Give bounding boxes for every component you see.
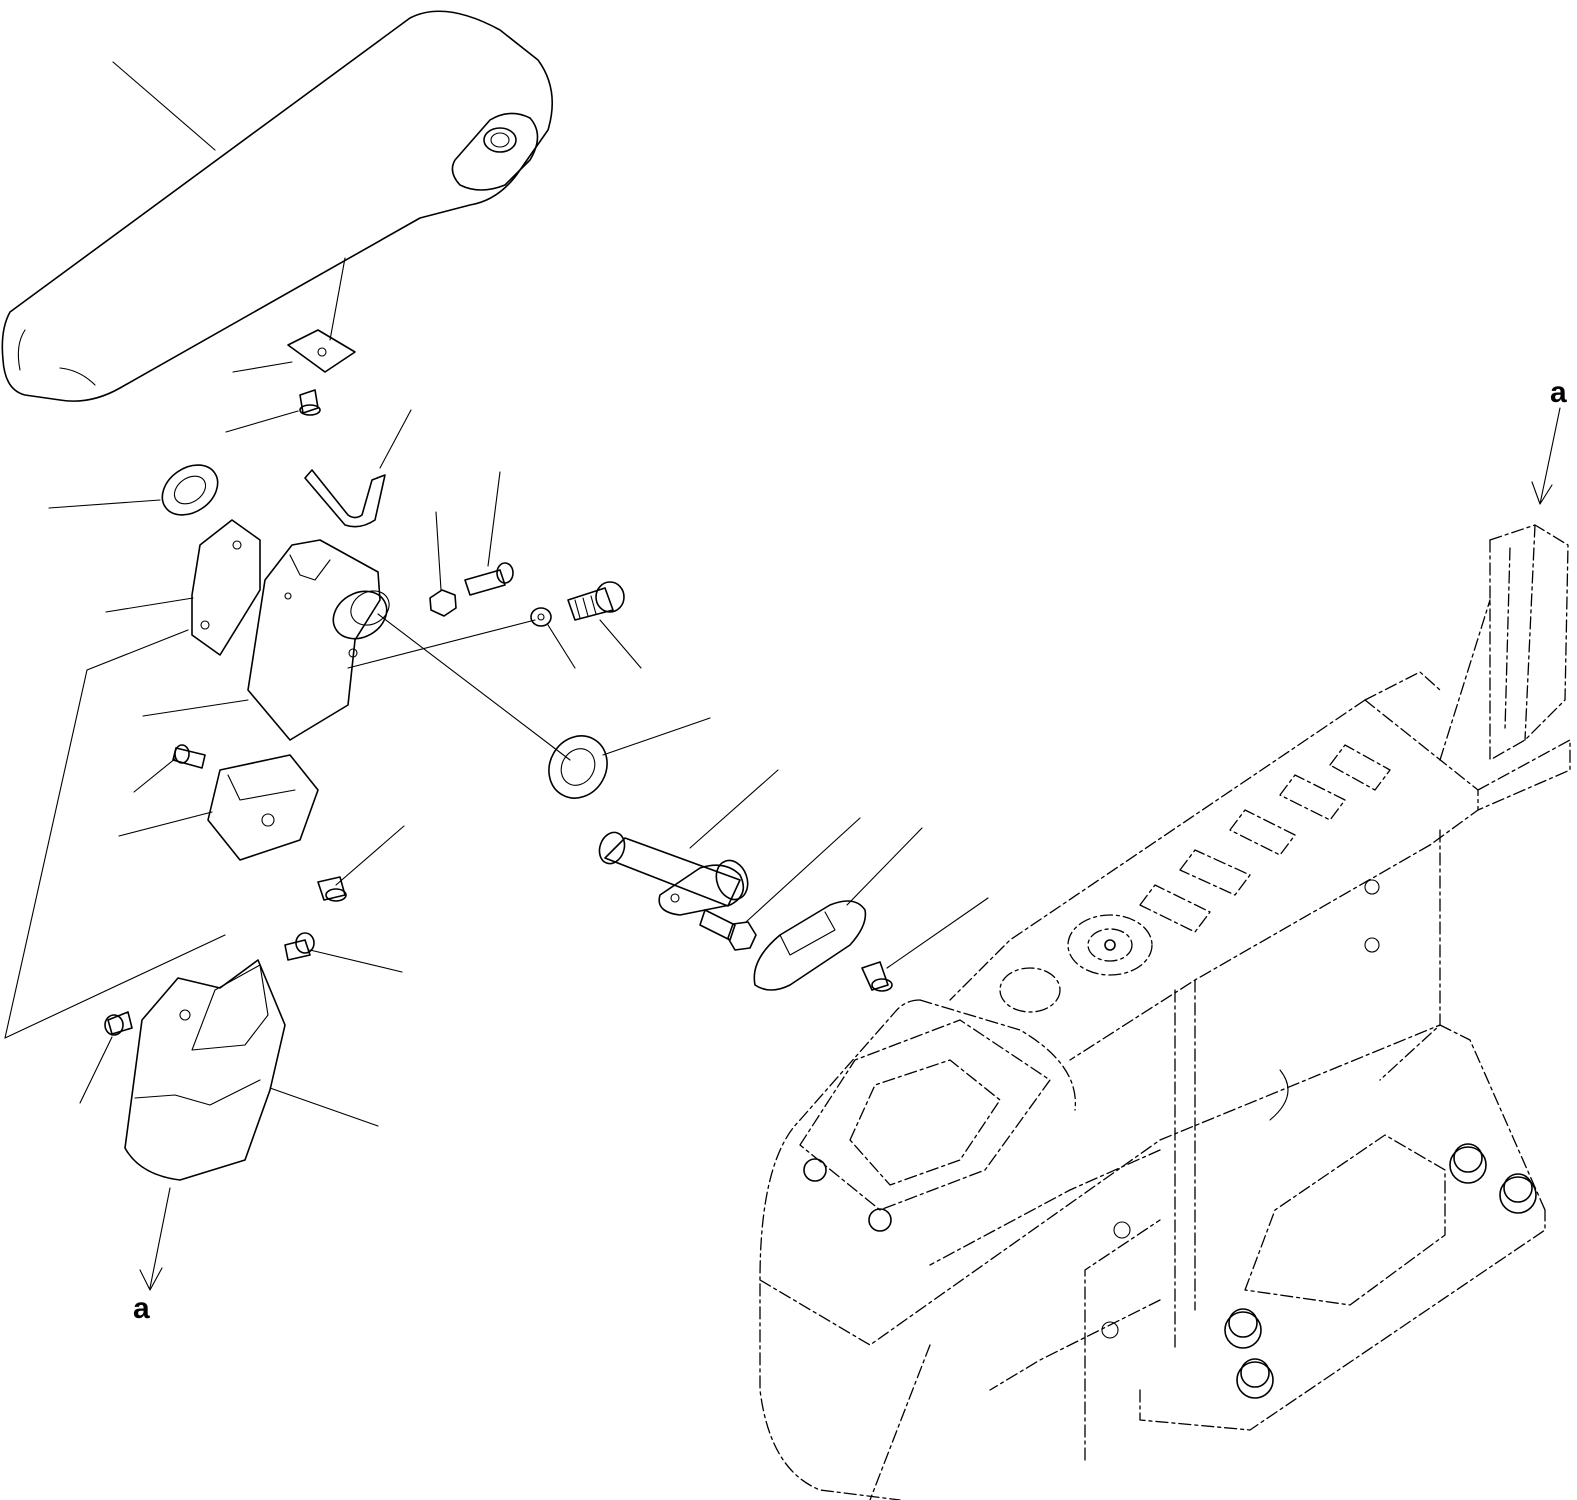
hex-nut — [429, 589, 457, 617]
leader-lines — [4, 61, 1561, 1291]
ref-label-right: a — [1550, 376, 1567, 409]
armrest-pad — [1, 10, 554, 402]
spring-clip — [304, 469, 386, 528]
shaft-pin — [598, 831, 749, 916]
hex-bolt — [699, 909, 757, 951]
bolt-4 — [284, 932, 315, 961]
console-body — [759, 524, 1571, 1500]
mounting-plate — [287, 329, 356, 373]
bolt-3 — [317, 876, 347, 902]
back-plate — [191, 519, 261, 656]
lower-cover — [124, 959, 286, 1181]
bolt-small-right — [861, 961, 893, 992]
sensor-bracket — [207, 754, 319, 861]
thrust-washer — [548, 735, 608, 799]
bolt-5 — [104, 1011, 133, 1036]
washer-large — [161, 464, 219, 516]
threaded-bolt — [567, 581, 625, 621]
bolt-2 — [172, 744, 206, 769]
bolt-1 — [299, 389, 321, 416]
main-bracket — [247, 539, 390, 741]
pin-bolt — [464, 562, 514, 596]
cover-cap — [753, 900, 867, 991]
small-washer — [530, 607, 552, 627]
ref-label-bottom: a — [133, 1292, 150, 1325]
